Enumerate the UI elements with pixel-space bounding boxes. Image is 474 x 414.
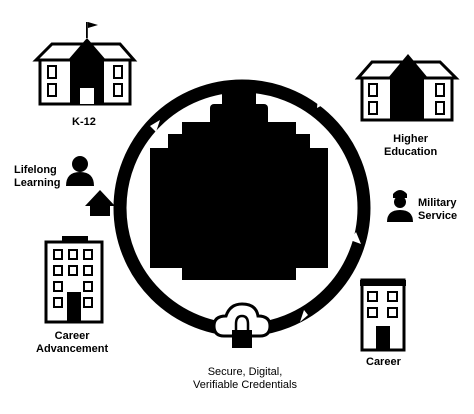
ring-arrow	[300, 310, 308, 322]
center-caption: Secure, Digital, Verifiable Credentials	[193, 366, 297, 391]
ring-gap-higher-ed	[358, 128, 376, 150]
ring-gap-k12	[102, 122, 120, 148]
label-military-service: Military Service	[418, 197, 458, 222]
ring-arrow	[317, 97, 328, 108]
tall-office-building-icon	[44, 236, 104, 324]
ring-arrow	[156, 310, 168, 320]
person-icon	[66, 156, 94, 186]
label-lifelong-learning: Lifelong Learning	[14, 164, 61, 189]
label-career: Career	[366, 356, 401, 368]
label-higher-education: Higher Education	[384, 133, 438, 158]
cycle-arrow-stem	[90, 206, 110, 216]
graduate-silhouette-icon	[150, 84, 328, 280]
label-k12: K-12	[72, 116, 96, 128]
cycle-arrowhead	[85, 190, 115, 206]
cloud-lock-icon	[212, 302, 272, 348]
ring-arrow	[150, 120, 160, 132]
label-career-advancement: Career Advancement	[36, 330, 109, 355]
office-building-icon	[360, 278, 406, 352]
soldier-icon	[387, 190, 413, 222]
school-building-icon	[32, 22, 138, 106]
ring-arrow	[350, 232, 361, 244]
university-building-icon	[354, 54, 460, 122]
cycle-arrows	[150, 97, 361, 322]
